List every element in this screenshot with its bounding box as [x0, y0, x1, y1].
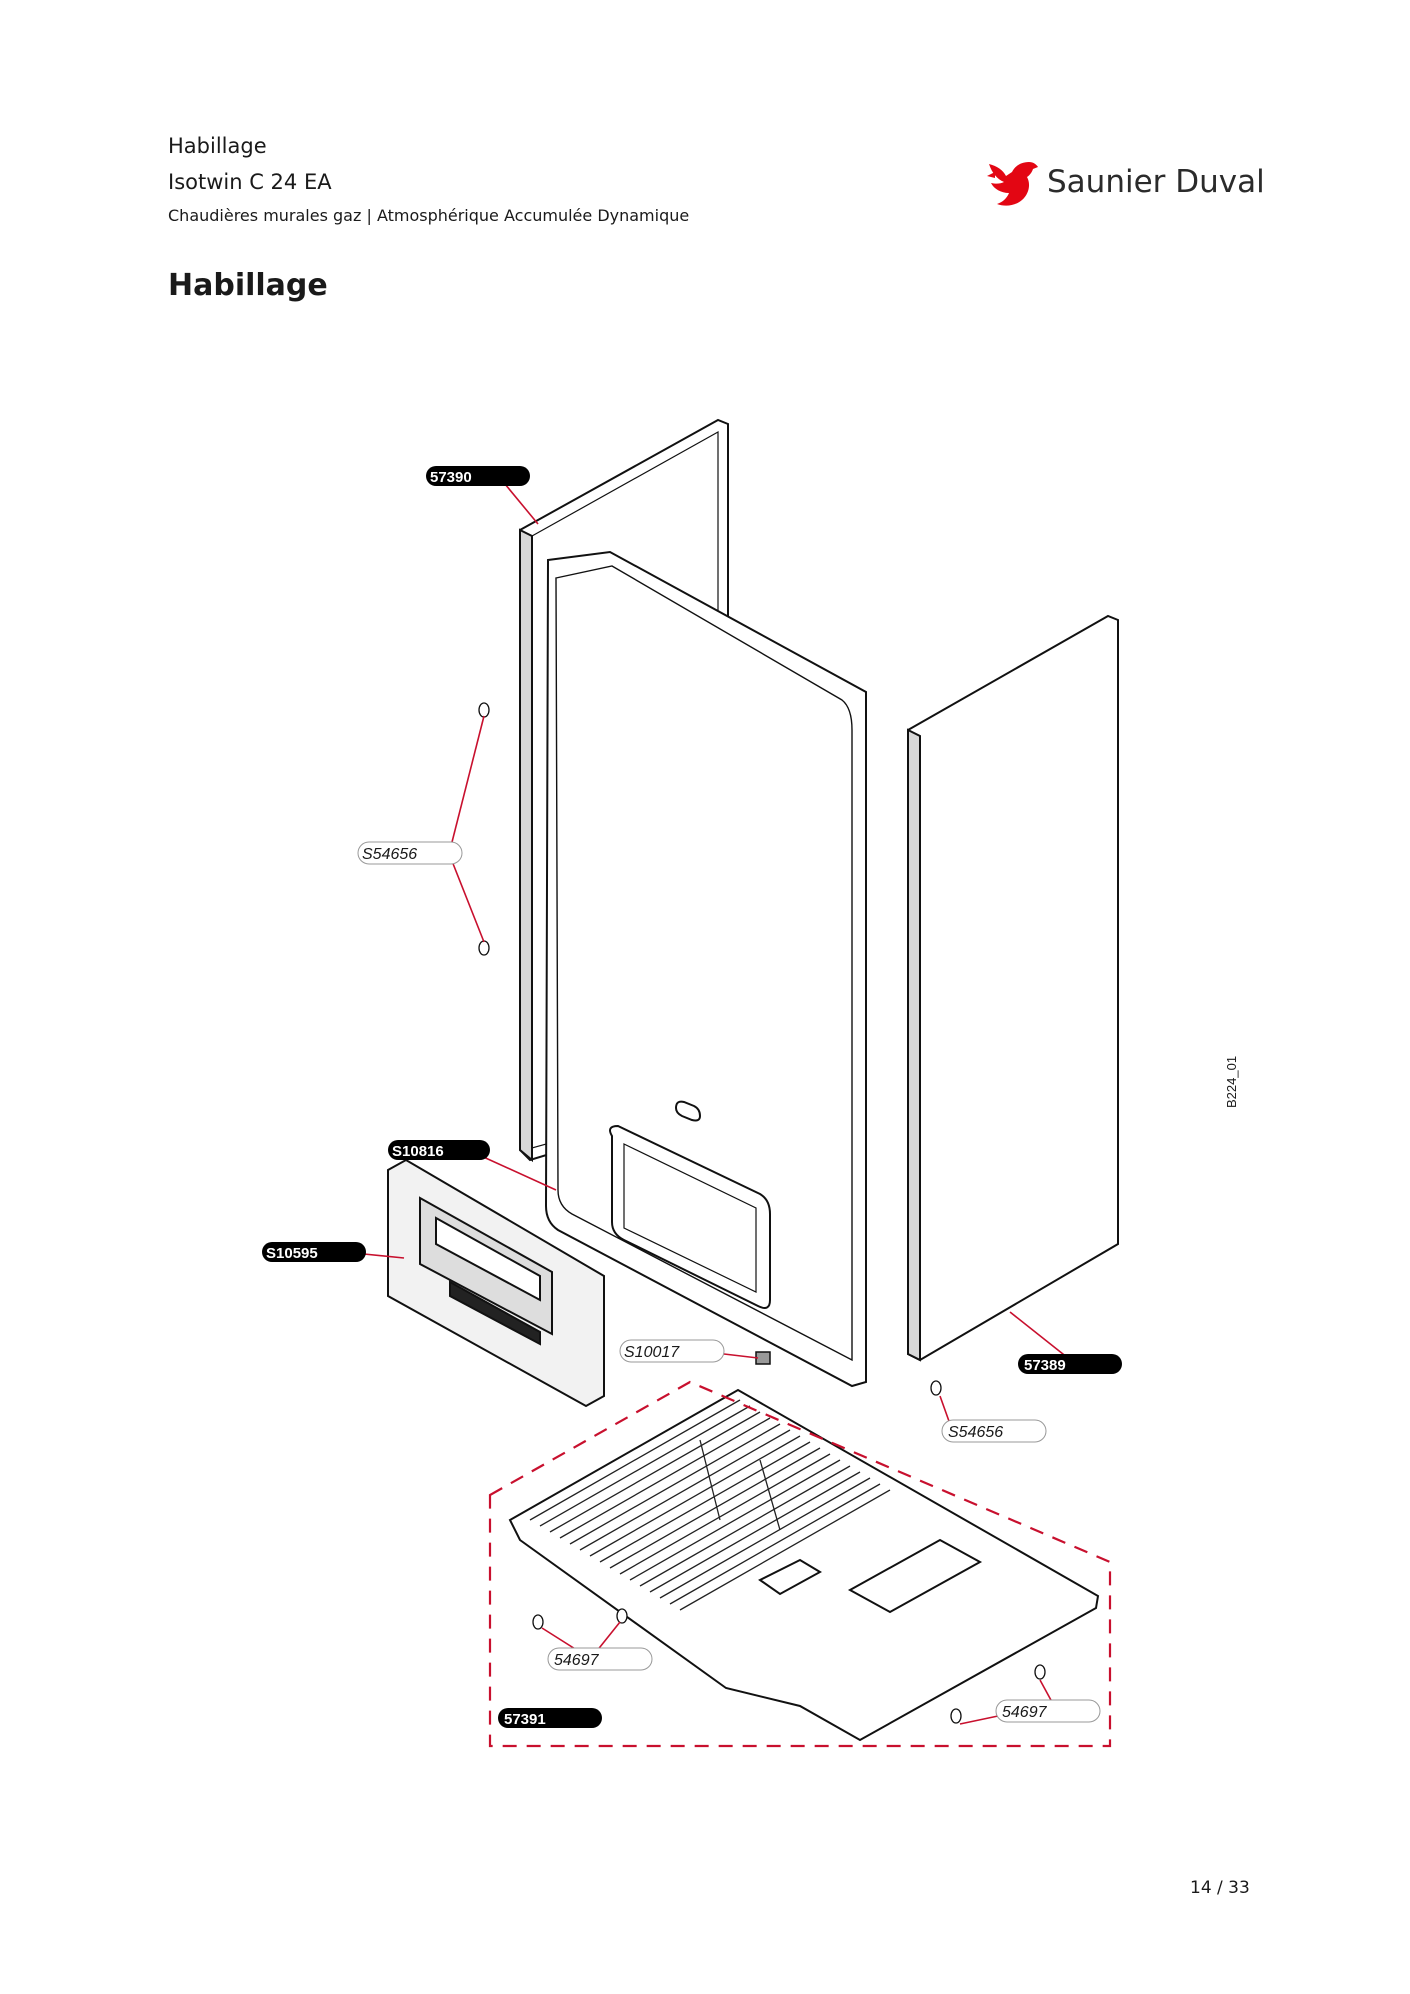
- header-title: Habillage: [168, 134, 267, 158]
- part-label-57390: 57390: [426, 466, 530, 486]
- page-heading: Habillage: [168, 268, 328, 303]
- part-label-s54656-upper: S54656: [357, 841, 463, 865]
- bird-logo-icon: [987, 162, 1038, 206]
- part-label-s54656-lower: S54656: [941, 1419, 1047, 1443]
- group-outline: [488, 1380, 1112, 1748]
- svg-text:57390: 57390: [430, 469, 472, 486]
- part-label-s10816: S10816: [388, 1140, 490, 1160]
- part-label-57389: 57389: [1018, 1354, 1122, 1374]
- svg-text:57391: 57391: [504, 1711, 546, 1728]
- brand-logo: Saunier Duval: [985, 158, 1265, 210]
- header-category: Chaudières murales gaz | Atmosphérique A…: [168, 206, 690, 225]
- part-label-s10017: S10017: [619, 1339, 725, 1363]
- header-model: Isotwin C 24 EA: [168, 170, 332, 194]
- brand-name: Saunier Duval: [1047, 164, 1265, 200]
- right-side-panel: [907, 614, 1119, 1362]
- diagram-reference: B224_01: [1224, 1056, 1239, 1108]
- small-part-s10017: [755, 1351, 771, 1365]
- part-label-s10595: S10595: [262, 1242, 366, 1262]
- front-casing: [544, 550, 867, 1388]
- svg-text:S54656: S54656: [948, 1424, 1003, 1441]
- svg-text:57389: 57389: [1024, 1357, 1066, 1374]
- svg-text:S10595: S10595: [266, 1245, 318, 1262]
- svg-text:S10017: S10017: [624, 1344, 680, 1361]
- part-label-54697-left: 54697: [547, 1647, 653, 1671]
- bottom-plate: [508, 1388, 1100, 1742]
- svg-text:54697: 54697: [554, 1652, 600, 1669]
- svg-text:S10816: S10816: [392, 1143, 444, 1160]
- page-number: 14 / 33: [1190, 1878, 1250, 1898]
- screws: [478, 702, 1046, 1724]
- control-panel: [387, 1158, 605, 1408]
- svg-text:54697: 54697: [1002, 1704, 1048, 1721]
- part-label-54697-right: 54697: [995, 1699, 1101, 1723]
- part-label-57391: 57391: [498, 1708, 602, 1728]
- svg-text:S54656: S54656: [362, 846, 417, 863]
